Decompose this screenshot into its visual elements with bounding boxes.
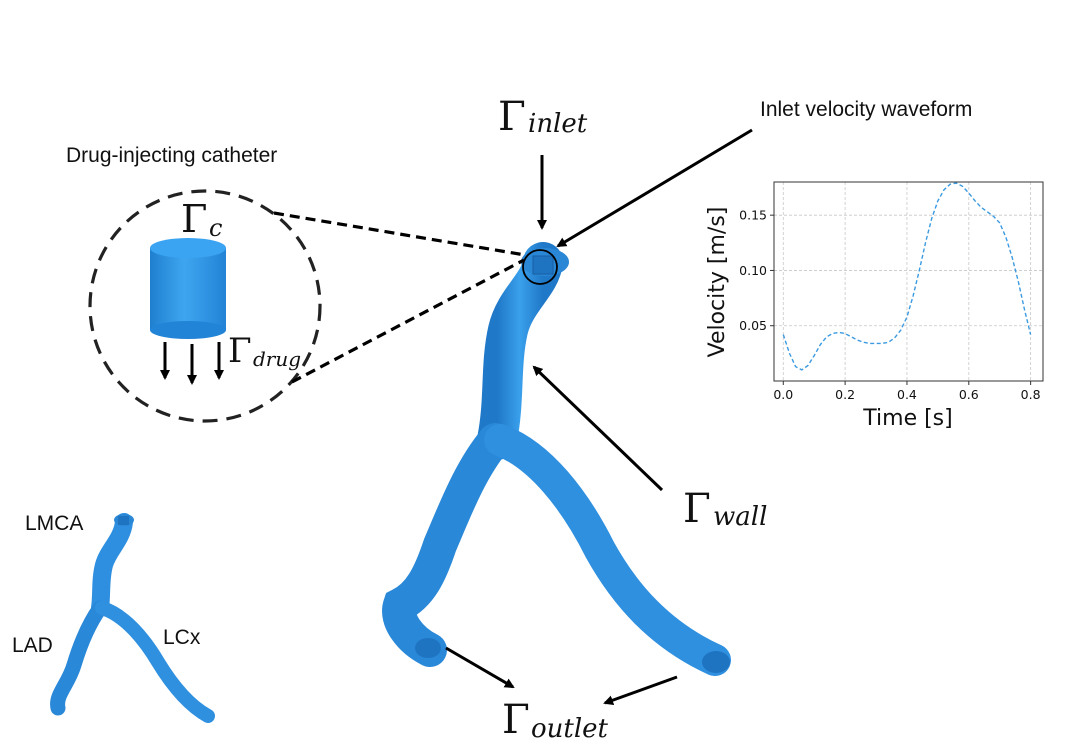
- svg-text:Γ: Γ: [181, 197, 207, 241]
- ref-vessel-trunk: [91, 513, 133, 617]
- svg-text:drug: drug: [253, 347, 301, 371]
- svg-text:outlet: outlet: [531, 714, 609, 744]
- x-tick-label: 0.4: [897, 387, 917, 402]
- gamma-wall-label: Γ wall: [683, 486, 767, 532]
- catheter-cylinder-top: [150, 238, 226, 258]
- gamma-inlet-label: Γ inlet: [498, 94, 588, 140]
- y-tick-label: 0.15: [739, 208, 767, 223]
- catheter-cylinder-body: [150, 248, 226, 330]
- y-tick-label: 0.10: [739, 263, 767, 278]
- vessel-lad-outlet-cap: [415, 638, 441, 658]
- gamma-outlet-label: Γ outlet: [502, 697, 609, 744]
- ref-vessel-lad: [50, 600, 108, 716]
- x-tick-label: 0.0: [773, 387, 793, 402]
- svg-text:wall: wall: [713, 502, 767, 532]
- waveform-arrow: [556, 128, 753, 248]
- main-vessel-model: [382, 242, 731, 676]
- catheter-inset: [88, 189, 526, 423]
- wall-arrow: [532, 365, 664, 492]
- gamma-drug-label: Γ drug: [228, 331, 301, 371]
- lcx-label: LCx: [163, 626, 201, 649]
- outlet-arrow-right: [603, 675, 678, 705]
- svg-text:Γ: Γ: [683, 486, 711, 532]
- inlet-highlight-circle: [522, 249, 558, 285]
- svg-text:Γ: Γ: [502, 697, 530, 743]
- x-tick-label: 0.8: [1021, 387, 1041, 402]
- vessel-lcx-branch: [484, 424, 731, 676]
- vessel-inlet-catheter-tip: [532, 255, 554, 275]
- y-tick-label: 0.05: [739, 318, 767, 333]
- svg-text:Γ: Γ: [228, 331, 252, 371]
- catheter-cylinder-bottom: [150, 321, 226, 339]
- catheter-title: Drug-injecting catheter: [66, 144, 277, 167]
- chart-ticks: 0.0 0.2 0.4 0.6 0.8 0.05 0.10 0.15: [739, 208, 1040, 402]
- vessel-trunk: [477, 242, 563, 460]
- ref-vessel-lcx: [95, 601, 215, 723]
- ref-vessel-catheter-tip: [118, 516, 129, 525]
- lad-label: LAD: [12, 634, 53, 657]
- inset-leader-top: [273, 211, 526, 257]
- chart-grid: [774, 182, 1043, 381]
- outlet-arrow-left: [445, 646, 515, 689]
- chart-plot-frame: [773, 181, 1044, 382]
- velocity-waveform-chart: 0.0 0.2 0.4 0.6 0.8 0.05 0.10 0.15 Time [s] Vel…: [705, 181, 1044, 431]
- vessel-lad-branch: [382, 423, 512, 667]
- gamma-c-label: Γ c: [181, 197, 222, 242]
- waveform-title: Inlet velocity waveform: [760, 98, 972, 121]
- annotation-arrows: [445, 128, 753, 705]
- svg-text:Γ: Γ: [498, 94, 526, 140]
- velocity-series-line: [782, 182, 1032, 371]
- reference-vessel-model: [50, 513, 215, 723]
- lmca-label: LMCA: [25, 512, 83, 535]
- inset-leader-bottom: [291, 258, 525, 384]
- x-tick-label: 0.2: [835, 387, 855, 402]
- svg-text:inlet: inlet: [528, 109, 588, 139]
- svg-text:c: c: [209, 214, 222, 242]
- vessel-lcx-outlet-cap: [702, 651, 730, 673]
- inset-dashed-circle: [88, 189, 322, 423]
- chart-xlabel: Time [s]: [862, 406, 952, 431]
- chart-ylabel: Velocity [m/s]: [705, 207, 730, 358]
- x-tick-label: 0.6: [959, 387, 979, 402]
